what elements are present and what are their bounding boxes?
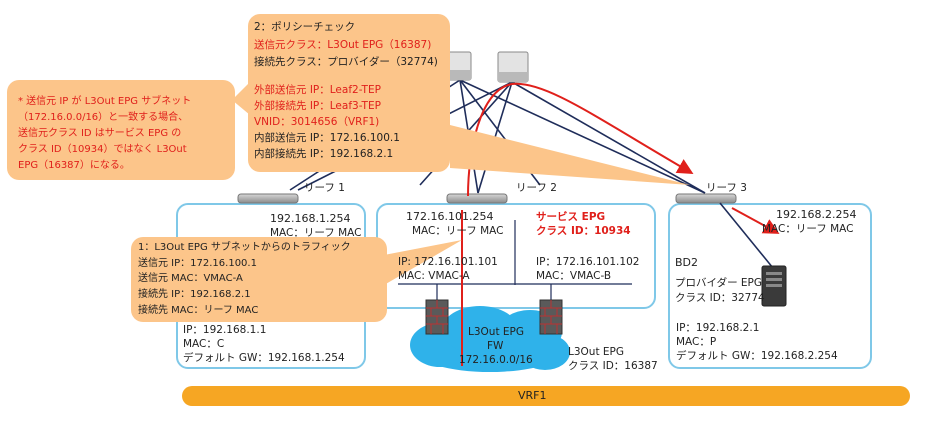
traffic-callout-pointer bbox=[384, 240, 462, 285]
policy-outer-src-ip: 外部送信元 IP：Leaf2-TEP bbox=[254, 84, 381, 96]
traffic-callout bbox=[131, 237, 387, 322]
bd2-label: BD2 bbox=[675, 256, 699, 269]
server-icon bbox=[761, 265, 787, 307]
spine-switch-2 bbox=[497, 51, 529, 83]
note-callout-pointer bbox=[232, 82, 250, 115]
traffic-dst-ip: 接続先 IP：192.168.2.1 bbox=[138, 289, 251, 300]
policy-check-callout bbox=[248, 14, 450, 172]
policy-callout-pointer bbox=[450, 125, 690, 185]
right-host-ip: IP：192.168.2.1 bbox=[676, 322, 760, 334]
left-host-gw: デフォルト GW：192.168.1.254 bbox=[183, 352, 345, 364]
left-host-mac: MAC：C bbox=[183, 338, 225, 350]
traffic-dst-mac: 接続先 MAC：リーフ MAC bbox=[138, 305, 259, 316]
policy-inner-src-ip: 内部送信元 IP：172.16.100.1 bbox=[254, 132, 400, 144]
policy-inner-dst-ip: 内部接続先 IP：192.168.2.1 bbox=[254, 148, 394, 160]
l3out-label-2: クラス ID：16387 bbox=[568, 360, 658, 372]
policy-title: 2：ポリシーチェック bbox=[254, 21, 356, 33]
leaf-2-label: リーフ 2 bbox=[516, 182, 557, 194]
policy-vnid: VNID：3014656（VRF1) bbox=[254, 116, 380, 128]
service-epg-class-id: クラス ID：10934 bbox=[536, 225, 631, 237]
leaf-2-switch bbox=[446, 193, 508, 204]
leaf-3-label: リーフ 3 bbox=[706, 182, 747, 194]
leaf-1-switch bbox=[237, 193, 299, 204]
note-callout bbox=[7, 80, 235, 180]
left-host-ip: IP：192.168.1.1 bbox=[183, 324, 267, 336]
fw-b-ip: IP：172.16.101.102 bbox=[536, 256, 640, 268]
firewall-a bbox=[425, 299, 449, 335]
policy-src-class: 送信元クラス：L3Out EPG（16387) bbox=[254, 39, 432, 51]
right-gw-ip: 192.168.2.254 bbox=[776, 208, 857, 221]
fw-a-mac: MAC: VMAC-A bbox=[398, 270, 470, 282]
traffic-src-mac: 送信元 MAC：VMAC-A bbox=[138, 273, 243, 284]
policy-outer-dst-ip: 外部接続先 IP：Leaf3-TEP bbox=[254, 100, 381, 112]
cloud-line-3: 172.16.0.0/16 bbox=[459, 354, 533, 366]
traffic-title: 1：L3Out EPG サブネットからのトラフィック bbox=[138, 242, 351, 253]
leaf1-gw-ip: 192.168.1.254 bbox=[270, 212, 351, 225]
right-gw-mac: MAC：リーフ MAC bbox=[762, 223, 854, 235]
cloud-line-1: L3Out EPG bbox=[468, 326, 525, 338]
vrf-bar bbox=[182, 386, 910, 406]
center-gw-mac: MAC：リーフ MAC bbox=[412, 225, 504, 237]
traffic-src-ip: 送信元 IP：172.16.100.1 bbox=[138, 258, 257, 269]
center-gw-ip: 172.16.101.254 bbox=[406, 210, 494, 223]
right-host-mac: MAC：P bbox=[676, 336, 717, 348]
leaf-1-label: リーフ 1 bbox=[304, 182, 345, 194]
fw-b-mac: MAC：VMAC-B bbox=[536, 270, 612, 282]
policy-dst-class: 接続先クラス：プロバイダー（32774) bbox=[254, 56, 438, 68]
provider-class-id: クラス ID：32774 bbox=[675, 292, 765, 304]
l3out-label-1: L3Out EPG bbox=[568, 346, 625, 358]
right-host-gw: デフォルト GW：192.168.2.254 bbox=[676, 350, 838, 362]
leaf-3-switch bbox=[675, 193, 737, 204]
leaf1-gw-mac: MAC：リーフ MAC bbox=[270, 227, 362, 239]
firewall-b bbox=[539, 299, 563, 335]
cloud-line-2: FW bbox=[487, 340, 504, 352]
note-text: * 送信元 IP が L3Out EPG サブネット （172.16.0.0/1… bbox=[18, 96, 192, 171]
provider-epg-label: プロバイダー EPG bbox=[675, 277, 763, 289]
vrf-label: VRF1 bbox=[518, 389, 547, 402]
service-epg-label: サービス EPG bbox=[536, 211, 606, 223]
fw-a-ip: IP: 172.16.101.101 bbox=[398, 256, 498, 268]
